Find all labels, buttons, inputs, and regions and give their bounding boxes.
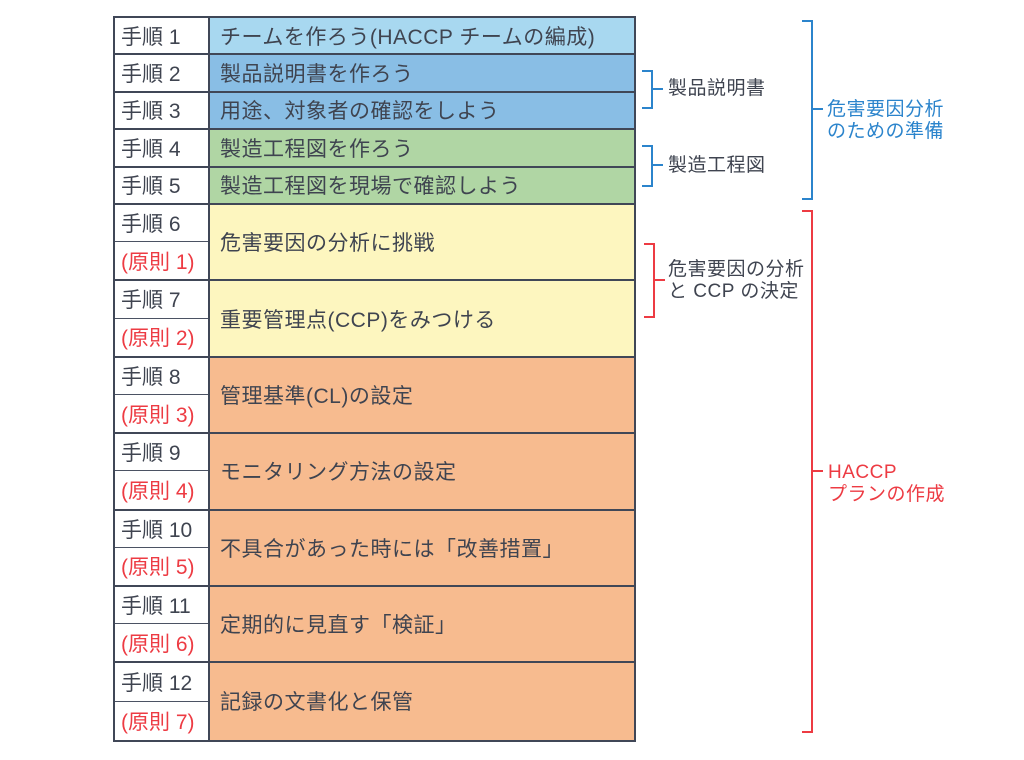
- step-label: 手順 3: [121, 100, 181, 124]
- principle-label: (原則 1): [121, 250, 195, 274]
- bracket-tick: [651, 164, 663, 166]
- table-row: 手順 4 製造工程図を作ろう: [115, 130, 634, 168]
- step-description-text: 定期的に見直す「検証」: [220, 614, 457, 638]
- step-cell: 手順 5: [115, 167, 210, 203]
- step-label: 手順 1: [121, 25, 181, 49]
- bracket-tick: [811, 469, 823, 472]
- step-description-text: 不具合があった時には「改善措置」: [220, 537, 564, 561]
- bracket-tick: [651, 87, 663, 90]
- step-cell: 手順 4: [115, 130, 210, 166]
- step-description: 記録の文書化と保管: [210, 663, 634, 740]
- step-cell: 手順 6 (原則 1): [115, 204, 210, 280]
- step-cell: 手順 7 (原則 2): [115, 281, 210, 356]
- step-label: 手順 10: [115, 511, 208, 548]
- table-row: 手順 8 (原則 3) 管理基準(CL)の設定: [115, 357, 634, 435]
- table-row: 手順 1 チームを作ろう(HACCP チームの編成): [115, 18, 634, 56]
- table-row: 手順 5 製造工程図を現場で確認しよう: [115, 167, 634, 205]
- table-row: 手順 6 (原則 1) 危害要因の分析に挑戦: [115, 204, 634, 282]
- bracket-label-process-flow: 製造工程図: [668, 155, 766, 176]
- bracket-product-spec: [642, 70, 663, 109]
- step-description: チームを作ろう(HACCP チームの編成): [210, 18, 634, 54]
- step-label: 手順 7: [115, 281, 208, 319]
- table-row: 手順 10 (原則 5) 不具合があった時には「改善措置」: [115, 510, 634, 587]
- step-cell: 手順 12 (原則 7): [115, 663, 210, 740]
- step-description: 製造工程図を現場で確認しよう: [210, 167, 634, 203]
- step-description-text: 危害要因の分析に挑戦: [220, 232, 435, 256]
- principle-label: (原則 6): [121, 632, 195, 656]
- bracket-label-preparation: 危害要因分析 のための準備: [827, 99, 945, 142]
- steps-table: 手順 1 チームを作ろう(HACCP チームの編成) 手順 2 製品説明書を作ろ…: [113, 16, 636, 742]
- step-label: 手順 2: [121, 63, 181, 87]
- step-description-text: 用途、対象者の確認をしよう: [220, 100, 500, 124]
- step-description-text: 製品説明書を作ろう: [220, 63, 414, 87]
- step-description: 用途、対象者の確認をしよう: [210, 92, 634, 129]
- step-description-text: チームを作ろう(HACCP チームの編成): [220, 25, 596, 49]
- bracket-label-product-spec: 製品説明書: [668, 78, 766, 99]
- step-label: 手順 9: [115, 434, 208, 472]
- step-label: 手順 8: [115, 358, 208, 395]
- principle-label: (原則 3): [121, 403, 195, 427]
- principle-label: (原則 5): [121, 556, 195, 580]
- table-row: 手順 2 製品説明書を作ろう: [115, 55, 634, 93]
- step-description-text: モニタリング方法の設定: [220, 461, 457, 485]
- step-cell: 手順 10 (原則 5): [115, 510, 210, 585]
- step-description: 重要管理点(CCP)をみつける: [210, 281, 634, 356]
- bracket-process-flow: [642, 145, 663, 187]
- table-row: 手順 3 用途、対象者の確認をしよう: [115, 92, 634, 131]
- step-description: 危害要因の分析に挑戦: [210, 204, 634, 280]
- step-cell: 手順 3: [115, 92, 210, 129]
- step-label: 手順 5: [121, 175, 181, 199]
- bracket-preparation: [802, 20, 823, 200]
- step-label: 手順 4: [121, 137, 181, 161]
- bracket-tick: [811, 108, 823, 110]
- step-label: 手順 11: [115, 587, 208, 625]
- principle-label: (原則 4): [121, 479, 195, 503]
- step-cell: 手順 9 (原則 4): [115, 434, 210, 509]
- step-description: 管理基準(CL)の設定: [210, 357, 634, 433]
- principle-label: (原則 2): [121, 327, 195, 351]
- bracket-haccp-plan: [802, 210, 823, 733]
- step-description-text: 製造工程図を作ろう: [220, 137, 414, 161]
- table-row: 手順 12 (原則 7) 記録の文書化と保管: [115, 663, 634, 740]
- step-description-text: 管理基準(CL)の設定: [220, 384, 414, 408]
- table-row: 手順 9 (原則 4) モニタリング方法の設定: [115, 434, 634, 511]
- step-description: 不具合があった時には「改善措置」: [210, 510, 634, 585]
- principle-label: (原則 7): [121, 710, 195, 734]
- bracket-label-haccp-plan: HACCP プランの作成: [828, 462, 946, 505]
- step-description-text: 製造工程図を現場で確認しよう: [220, 175, 521, 199]
- step-description: 定期的に見直す「検証」: [210, 586, 634, 662]
- bracket-label-hazard-ccp: 危害要因の分析 と CCP の決定: [668, 259, 805, 302]
- bracket-hazard-ccp: [644, 243, 665, 318]
- step-label: 手順 6: [115, 205, 208, 243]
- table-row: 手順 7 (原則 2) 重要管理点(CCP)をみつける: [115, 281, 634, 358]
- step-description-text: 記録の文書化と保管: [220, 691, 414, 715]
- step-description: モニタリング方法の設定: [210, 434, 634, 509]
- step-description-text: 重要管理点(CCP)をみつける: [220, 308, 496, 332]
- step-description: 製造工程図を作ろう: [210, 130, 634, 166]
- table-row: 手順 11 (原則 6) 定期的に見直す「検証」: [115, 586, 634, 664]
- step-label: 手順 12: [115, 663, 208, 702]
- step-description: 製品説明書を作ろう: [210, 55, 634, 91]
- bracket-tick: [653, 278, 665, 281]
- step-cell: 手順 2: [115, 55, 210, 91]
- step-cell: 手順 1: [115, 18, 210, 54]
- step-cell: 手順 8 (原則 3): [115, 357, 210, 433]
- step-cell: 手順 11 (原則 6): [115, 586, 210, 662]
